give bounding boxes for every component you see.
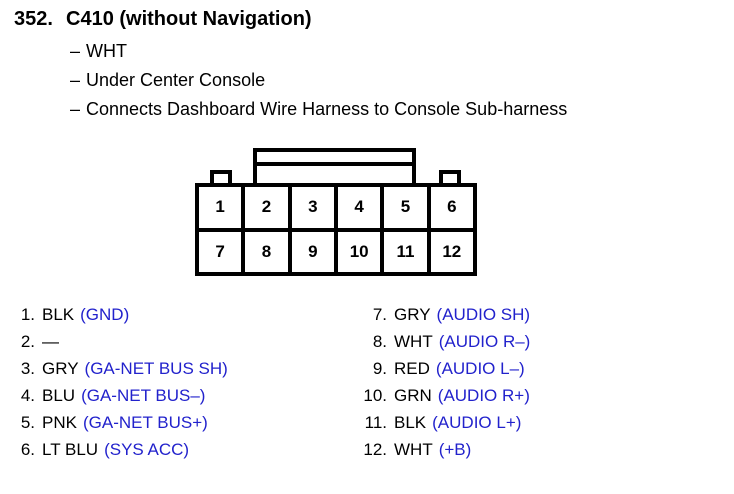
pin-grid: 1 2 3 4 5 6 7 8 9 10 11 12	[195, 183, 477, 276]
pin-entry: 12. WHT (+B)	[360, 440, 530, 467]
signal-name: (+B)	[438, 440, 472, 459]
pin-entry: 7. GRY (AUDIO SH)	[360, 305, 530, 332]
pin-entry: 3. GRY (GA-NET BUS SH)	[18, 359, 228, 386]
detail-line-wire-color: – WHT	[70, 41, 127, 62]
pin-cell: 7	[199, 231, 246, 272]
page-title: 352. C410 (without Navigation)	[14, 8, 312, 31]
signal-name: (AUDIO L–)	[435, 359, 525, 378]
wire-color: BLU	[42, 386, 76, 405]
pin-cell: 9	[292, 231, 338, 272]
signal-name: (AUDIO L+)	[432, 413, 522, 432]
wire-color: BLK	[42, 305, 75, 324]
signal-name: (GA-NET BUS+)	[82, 413, 208, 432]
pin-cell: 1	[199, 187, 246, 228]
pin-number: 3.	[20, 359, 35, 378]
pin-cell: 8	[245, 231, 292, 272]
wire-color: GRY	[394, 305, 431, 324]
wire-color: LT BLU	[42, 440, 99, 459]
signal-name: (SYS ACC)	[104, 440, 190, 459]
pin-number: 5.	[20, 413, 35, 432]
pin-cell: 11	[384, 231, 431, 272]
pin-entry: 1. BLK (GND)	[18, 305, 228, 332]
pin-row-bottom: 7 8 9 10 11 12	[199, 231, 473, 272]
signal-name: (GND)	[80, 305, 130, 324]
wire-color: WHT	[394, 332, 433, 351]
pin-number: 6.	[20, 440, 35, 459]
connector-name: C410 (without Navigation)	[66, 8, 312, 30]
pin-entry: 4. BLU (GA-NET BUS–)	[18, 386, 228, 413]
pin-number: 7.	[372, 305, 387, 324]
wire-color: BLK	[394, 413, 427, 432]
pin-entry: 11. BLK (AUDIO L+)	[360, 413, 530, 440]
wire-color: WHT	[394, 440, 433, 459]
pin-cell: 3	[292, 187, 338, 228]
connector-latch-icon	[253, 148, 416, 186]
connector-diagram: 1 2 3 4 5 6 7 8 9 10 11 12	[195, 148, 477, 276]
dash-bullet-icon: –	[70, 99, 81, 119]
pin-cell: 4	[338, 187, 385, 228]
pin-assignment-list-right: 7. GRY (AUDIO SH) 8. WHT (AUDIO R–) 9. R…	[360, 305, 530, 467]
wire-color: PNK	[42, 413, 77, 432]
pin-cell: 5	[384, 187, 431, 228]
pin-number: 11.	[364, 413, 387, 432]
wire-color: —	[42, 332, 59, 351]
connector-notch-left-icon	[210, 170, 232, 187]
pin-number: 10.	[363, 386, 387, 405]
signal-name: (GA-NET BUS–)	[81, 386, 206, 405]
entry-number: 352.	[14, 8, 53, 30]
pin-cell: 12	[442, 241, 462, 261]
pin-assignment-list-left: 1. BLK (GND) 2. — 3. GRY (GA-NET BUS SH)…	[18, 305, 228, 467]
pin-entry: 2. —	[18, 332, 228, 359]
pin-cell: 6	[447, 197, 457, 217]
detail-line-connects: – Connects Dashboard Wire Harness to Con…	[70, 99, 567, 120]
pin-cell: 10	[338, 231, 385, 272]
pin-entry: 9. RED (AUDIO L–)	[360, 359, 530, 386]
signal-name: (GA-NET BUS SH)	[84, 359, 228, 378]
pin-entry: 6. LT BLU (SYS ACC)	[18, 440, 228, 467]
pin-number: 2.	[20, 332, 35, 351]
signal-name: (AUDIO SH)	[436, 305, 531, 324]
detail-text: WHT	[86, 41, 127, 61]
latch-inner-line	[253, 162, 416, 166]
wire-color: GRY	[42, 359, 79, 378]
dash-bullet-icon: –	[70, 70, 81, 90]
dash-bullet-icon: –	[70, 41, 81, 61]
pin-number: 12.	[363, 440, 387, 459]
pin-number: 1.	[20, 305, 35, 324]
signal-name: (AUDIO R–)	[438, 332, 531, 351]
pin-entry: 8. WHT (AUDIO R–)	[360, 332, 531, 359]
detail-text: Under Center Console	[86, 70, 266, 90]
pin-entry: 5. PNK (GA-NET BUS+)	[18, 413, 228, 440]
pin-number: 9.	[372, 359, 387, 378]
pin-number: 4.	[20, 386, 35, 405]
pin-row-top: 1 2 3 4 5 6	[199, 187, 473, 232]
pin-entry: 10. GRN (AUDIO R+)	[360, 386, 530, 413]
pin-cell: 2	[245, 187, 292, 228]
connector-notch-right-icon	[439, 170, 461, 187]
wire-color: GRN	[394, 386, 432, 405]
pin-number: 8.	[372, 332, 387, 351]
detail-line-location: – Under Center Console	[70, 70, 265, 91]
signal-name: (AUDIO R+)	[437, 386, 530, 405]
wire-color: RED	[394, 359, 430, 378]
detail-text: Connects Dashboard Wire Harness to Conso…	[86, 99, 568, 119]
